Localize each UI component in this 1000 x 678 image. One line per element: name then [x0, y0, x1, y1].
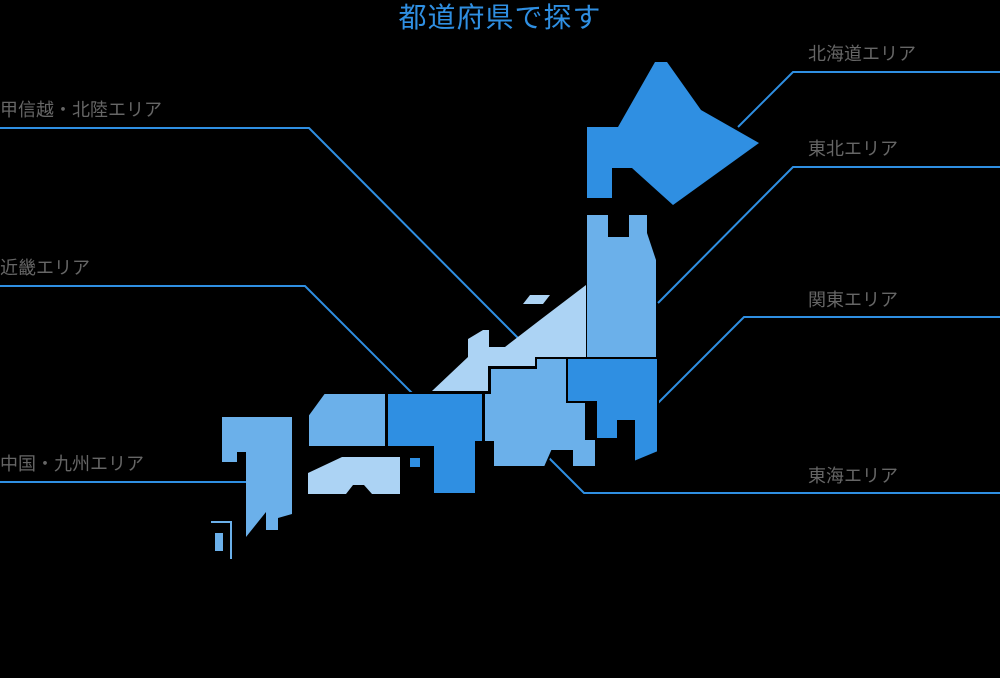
region-hokkaido[interactable]: [587, 62, 759, 205]
leader-line-koshinetsu: [0, 127, 521, 341]
region-chugoku[interactable]: [307, 392, 387, 448]
label-hokkaido-area[interactable]: 北海道エリア: [808, 44, 916, 65]
region-koshinetsu-hokuriku[interactable]: [432, 285, 586, 391]
label-kanto-area[interactable]: 関東エリア: [808, 290, 898, 311]
region-tokai[interactable]: [483, 357, 597, 468]
leader-line-tohoku: [657, 166, 1000, 304]
label-koshinetsu-hokuriku-area[interactable]: 甲信越・北陸エリア: [0, 100, 162, 121]
label-kinki-area[interactable]: 近畿エリア: [0, 258, 90, 279]
leader-lines: [0, 71, 1000, 494]
page-title: 都道府県で探す: [398, 1, 602, 34]
label-tokai-area[interactable]: 東海エリア: [808, 466, 898, 487]
leader-line-tokai: [547, 456, 1000, 494]
region-kinki[interactable]: [386, 392, 484, 495]
region-kyushu[interactable]: [222, 417, 292, 537]
region-tohoku[interactable]: [587, 215, 656, 357]
island-awaji: [410, 458, 420, 467]
leader-line-kanto: [657, 316, 1000, 404]
island-sado: [523, 295, 550, 304]
leader-line-kinki: [0, 285, 415, 396]
region-shikoku[interactable]: [308, 457, 400, 494]
region-okinawa[interactable]: [215, 533, 223, 551]
label-chugoku-kyushu-area[interactable]: 中国・九州エリア: [0, 454, 144, 475]
okinawa-inset-frame: [211, 521, 232, 559]
label-tohoku-area[interactable]: 東北エリア: [808, 139, 898, 160]
leader-line-hokkaido: [737, 71, 1000, 128]
